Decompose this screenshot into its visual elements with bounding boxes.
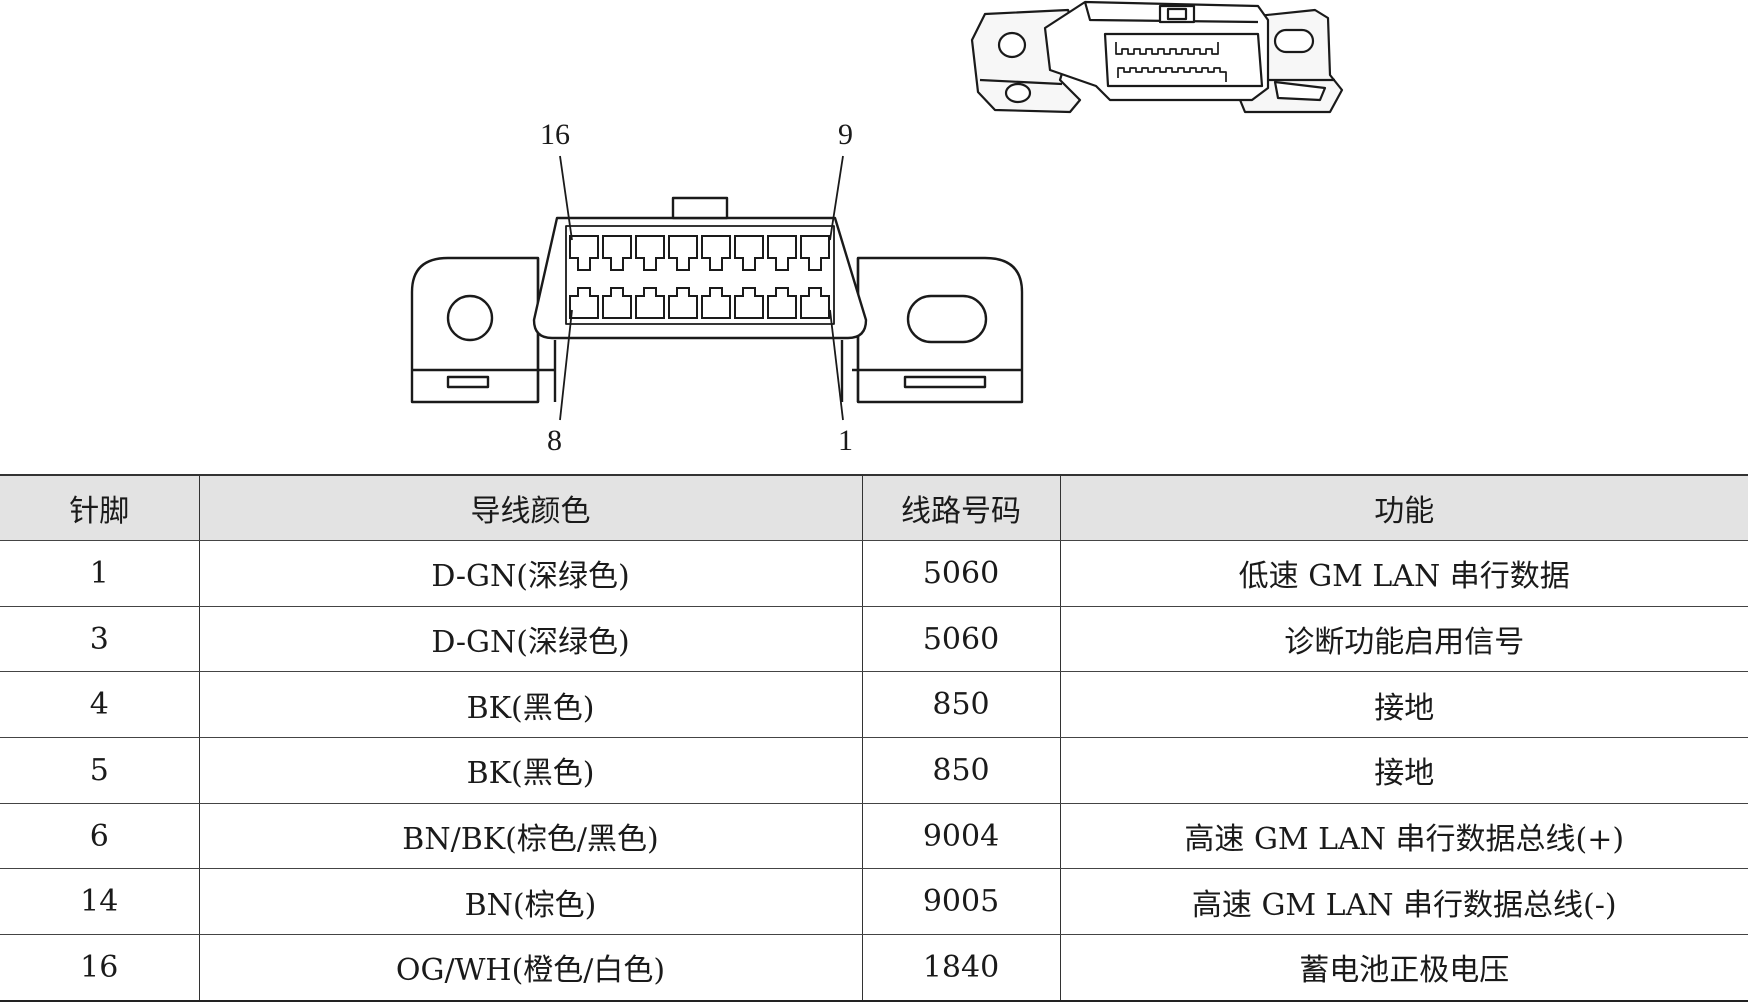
cell-wire-color: BK(黑色) xyxy=(198,671,863,739)
table-row: 6 BN/BK(棕色/黑色) 9004 高速 GM LAN 串行数据总线(+) xyxy=(0,803,1748,870)
cell-pin: 5 xyxy=(0,737,200,804)
cell-wire-color: OG/WH(橙色/白色) xyxy=(198,934,863,1002)
table-row: 4 BK(黑色) 850 接地 xyxy=(0,671,1748,739)
connector-perspective-view xyxy=(970,0,1344,114)
table-row: 16 OG/WH(橙色/白色) 1840 蓄电池正极电压 xyxy=(0,934,1748,1002)
cell-function: 低速 GM LAN 串行数据 xyxy=(1059,540,1748,607)
cell-wire-color: BK(黑色) xyxy=(198,737,863,804)
cell-wire-color: BN/BK(棕色/黑色) xyxy=(198,803,863,870)
pin-leader-lines xyxy=(559,155,844,421)
header-wire-color: 导线颜色 xyxy=(198,474,863,541)
cell-circuit-number: 850 xyxy=(861,671,1061,739)
cell-circuit-number: 5060 xyxy=(861,606,1061,673)
cell-circuit-number: 9004 xyxy=(861,803,1061,870)
pin-label-8: 8 xyxy=(547,424,562,457)
cell-pin: 6 xyxy=(0,803,200,870)
cell-pin: 1 xyxy=(0,540,200,607)
table-row: 14 BN(棕色) 9005 高速 GM LAN 串行数据总线(-) xyxy=(0,868,1748,936)
cell-wire-color: BN(棕色) xyxy=(198,868,863,936)
cell-circuit-number: 5060 xyxy=(861,540,1061,607)
cell-function: 高速 GM LAN 串行数据总线(-) xyxy=(1059,868,1748,936)
cell-function: 蓄电池正极电压 xyxy=(1059,934,1748,1002)
connector-front-view xyxy=(410,196,1024,404)
table-header-row: 针脚 导线颜色 线路号码 功能 xyxy=(0,474,1748,541)
cell-function: 接地 xyxy=(1059,737,1748,804)
cell-function: 高速 GM LAN 串行数据总线(+) xyxy=(1059,803,1748,870)
header-pin: 针脚 xyxy=(0,474,200,541)
cell-function: 接地 xyxy=(1059,671,1748,739)
cell-circuit-number: 850 xyxy=(861,737,1061,804)
cell-wire-color: D-GN(深绿色) xyxy=(198,606,863,673)
cell-circuit-number: 1840 xyxy=(861,934,1061,1002)
cell-circuit-number: 9005 xyxy=(861,868,1061,936)
header-function: 功能 xyxy=(1059,474,1748,541)
table-row: 3 D-GN(深绿色) 5060 诊断功能启用信号 xyxy=(0,606,1748,673)
header-circuit-number: 线路号码 xyxy=(861,474,1061,541)
cell-pin: 4 xyxy=(0,671,200,739)
cell-pin: 16 xyxy=(0,934,200,1002)
connector-figure: 16 9 8 1 xyxy=(0,0,1748,470)
pin-table: 针脚 导线颜色 线路号码 功能 1 D-GN(深绿色) 5060 低速 GM L… xyxy=(0,474,1748,1002)
cell-pin: 14 xyxy=(0,868,200,936)
table-row: 5 BK(黑色) 850 接地 xyxy=(0,737,1748,804)
pin-label-9: 9 xyxy=(838,118,853,151)
cell-function: 诊断功能启用信号 xyxy=(1059,606,1748,673)
cell-pin: 3 xyxy=(0,606,200,673)
pin-label-1: 1 xyxy=(838,424,853,457)
cell-wire-color: D-GN(深绿色) xyxy=(198,540,863,607)
pin-label-16: 16 xyxy=(540,118,570,151)
table-row: 1 D-GN(深绿色) 5060 低速 GM LAN 串行数据 xyxy=(0,540,1748,607)
